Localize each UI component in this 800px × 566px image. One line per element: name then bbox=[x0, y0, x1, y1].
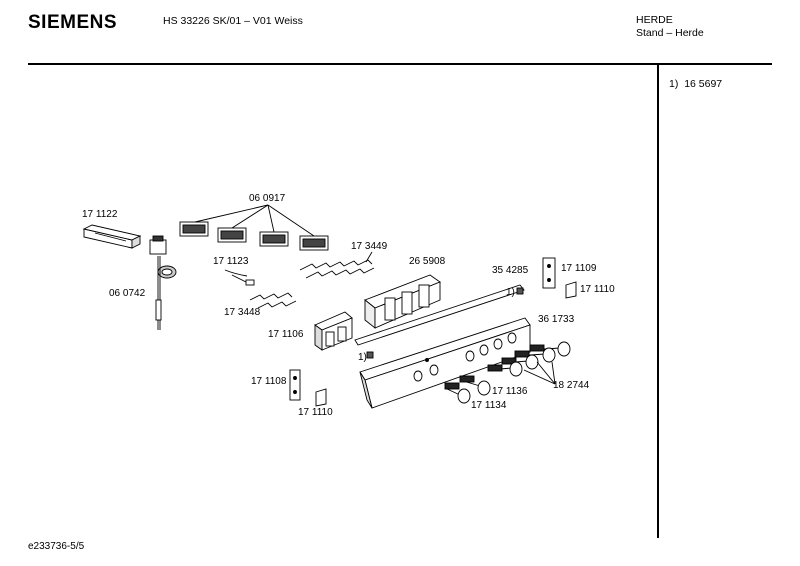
part-knobs bbox=[444, 341, 571, 404]
part-holder bbox=[314, 311, 353, 351]
part-label: 17 3449 bbox=[351, 241, 388, 252]
part-label: 36 1733 bbox=[538, 314, 575, 325]
part-wire-connectors-upper bbox=[299, 251, 375, 279]
category-label: HERDE bbox=[636, 14, 673, 26]
leader-lines-182744 bbox=[523, 361, 556, 385]
document-id: e233736-5/5 bbox=[28, 541, 85, 552]
leader-lines-060917 bbox=[194, 204, 315, 237]
part-label: 1) bbox=[358, 352, 367, 363]
part-bracket-right bbox=[542, 257, 577, 299]
model-title: HS 33226 SK/01 – V01 Weiss bbox=[163, 15, 303, 27]
part-label: 17 1106 bbox=[268, 329, 304, 340]
part-screws bbox=[366, 287, 524, 359]
part-label: 17 1122 bbox=[82, 209, 118, 220]
part-label: 17 1109 bbox=[561, 263, 597, 274]
part-label: 06 0742 bbox=[109, 288, 146, 299]
side-note: 1) 16 5697 bbox=[669, 78, 722, 90]
part-label: 17 1136 bbox=[492, 386, 528, 397]
part-label: 17 1108 bbox=[251, 376, 287, 387]
part-control-panel bbox=[359, 317, 531, 409]
part-terminal-bar bbox=[82, 224, 142, 249]
part-label: 17 3448 bbox=[224, 307, 261, 318]
part-switches bbox=[179, 221, 329, 251]
part-bracket-left bbox=[289, 369, 327, 407]
part-label: 17 1110 bbox=[580, 284, 615, 295]
part-label: 17 1110 bbox=[298, 407, 333, 418]
side-column-divider bbox=[657, 64, 659, 538]
header-divider bbox=[28, 63, 772, 65]
part-thermostat bbox=[149, 235, 177, 330]
part-switch-holder bbox=[364, 274, 441, 329]
part-label: 17 1134 bbox=[471, 400, 507, 411]
part-wire-connectors-lower bbox=[249, 292, 297, 309]
part-sensor bbox=[224, 269, 255, 286]
part-label: 1) bbox=[506, 287, 515, 298]
subcategory-label: Stand – Herde bbox=[636, 27, 704, 39]
part-label: 26 5908 bbox=[409, 256, 446, 267]
part-label: 35 4285 bbox=[492, 265, 529, 276]
part-rail bbox=[354, 284, 525, 346]
part-label: 17 1123 bbox=[213, 256, 249, 267]
side-note-marker: 1) bbox=[669, 78, 679, 90]
side-note-part: 16 5697 bbox=[684, 78, 723, 90]
brand-logo: SIEMENS bbox=[28, 12, 118, 33]
part-label: 18 2744 bbox=[553, 380, 590, 391]
part-label: 06 0917 bbox=[249, 193, 286, 204]
